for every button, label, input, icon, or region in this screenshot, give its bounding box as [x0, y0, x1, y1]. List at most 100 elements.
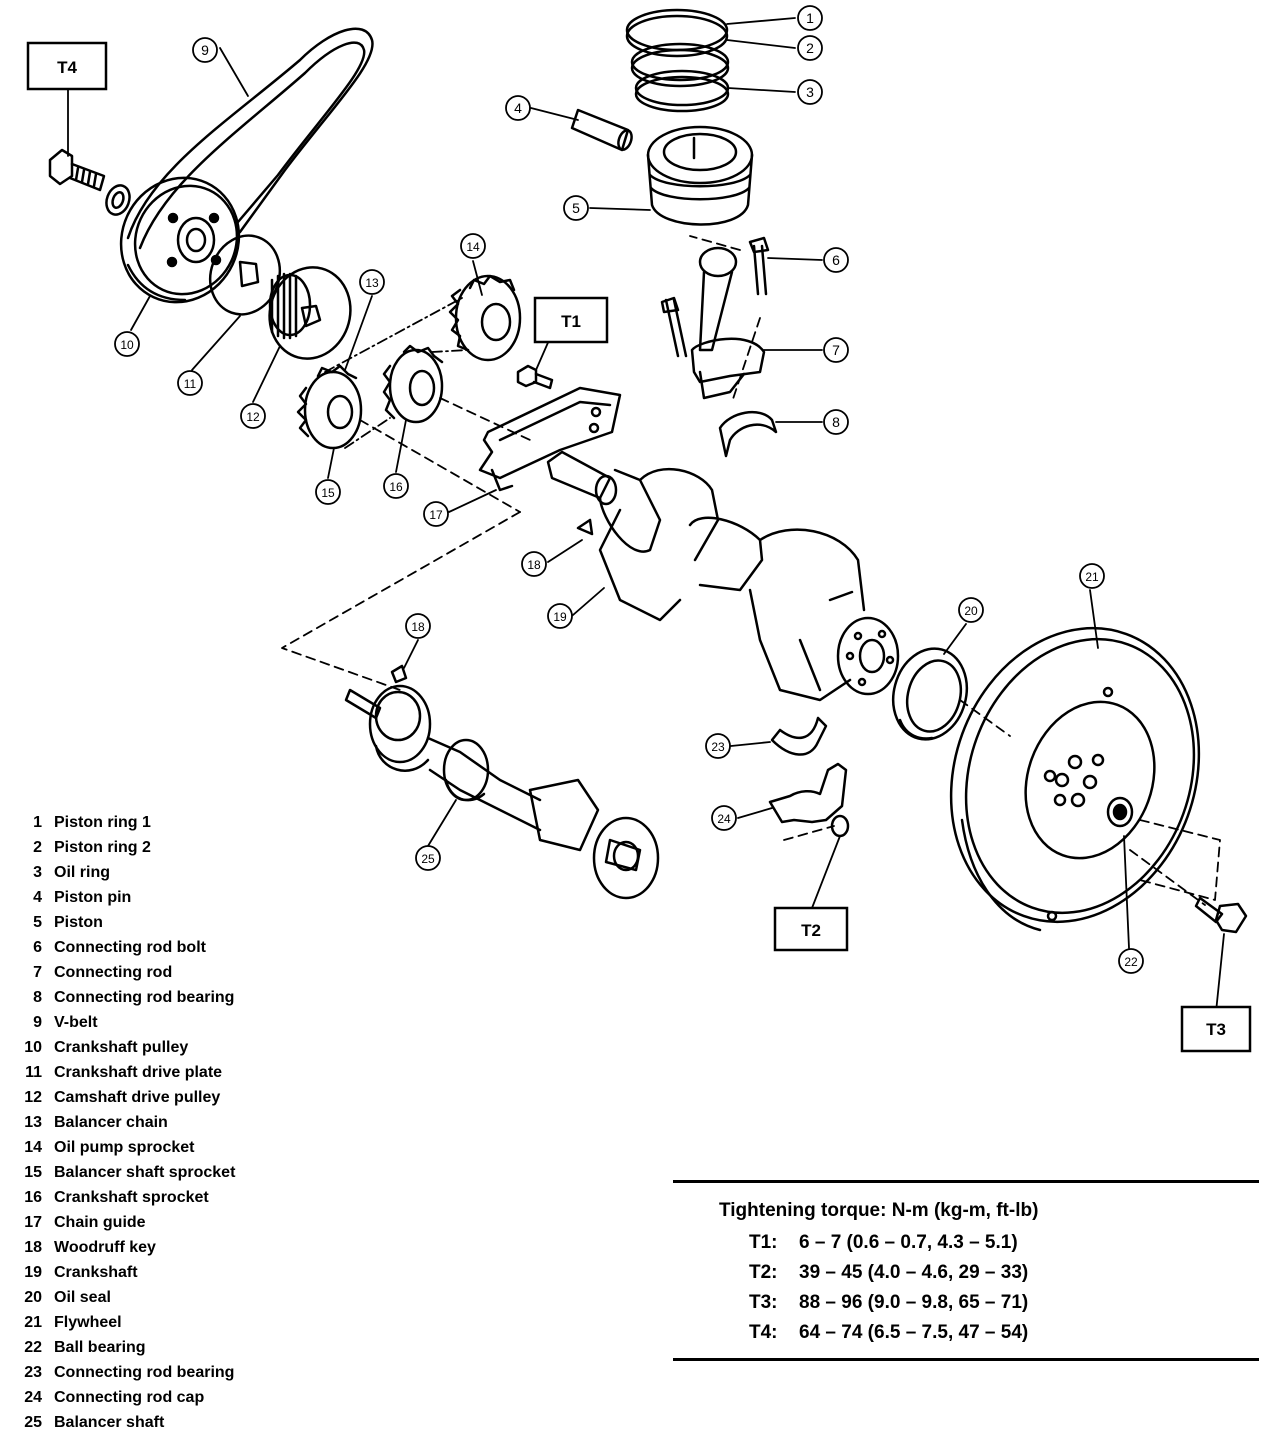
callout-circle	[547, 603, 573, 629]
crankshaft	[546, 450, 900, 702]
woodruff-key-upper	[576, 518, 594, 536]
legend-number: 25	[24, 1414, 42, 1431]
callout-number: 18	[411, 620, 425, 634]
callout-circle	[423, 501, 449, 527]
balancer-shaft-sprocket	[296, 364, 363, 450]
callout-circle	[415, 845, 441, 871]
woodruff-key-lower	[390, 664, 408, 684]
svg-text:T1: T1	[561, 312, 581, 331]
legend-number: 19	[24, 1264, 42, 1281]
torque-top-rule	[673, 1180, 1259, 1183]
legend-number: 11	[25, 1064, 42, 1081]
callout-number: 22	[1124, 955, 1138, 969]
callout-1: 1	[797, 5, 823, 31]
legend-number: 15	[24, 1164, 42, 1181]
legend-label: Connecting rod bolt	[54, 939, 206, 956]
callout-24: 24	[711, 805, 737, 831]
torque-value: 88 – 96 (9.0 – 9.8, 65 – 71)	[799, 1292, 1029, 1313]
torque-title: Tightening torque: N-m (kg-m, ft-lb)	[719, 1200, 1039, 1221]
legend-label: Oil pump sprocket	[54, 1139, 195, 1156]
legend-label: Connecting rod bearing	[54, 989, 235, 1006]
piston	[646, 125, 754, 226]
callout-17: 17	[423, 501, 449, 527]
callout-6: 6	[823, 247, 849, 273]
alignment-lines	[281, 235, 1221, 906]
legend-label: Piston pin	[54, 889, 132, 906]
svg-text:T2: T2	[801, 921, 821, 940]
connecting-rod-cap	[768, 762, 850, 838]
legend-label: Piston ring 2	[54, 839, 151, 856]
callout-19: 19	[547, 603, 573, 629]
connecting-rod-bearing	[718, 411, 778, 458]
callout-number: 1	[806, 10, 814, 26]
callout-circle	[521, 551, 547, 577]
callout-number: 14	[466, 240, 480, 254]
callout-number: 13	[365, 276, 379, 290]
callout-number: 11	[184, 377, 197, 391]
legend-label: Woodruff key	[54, 1239, 156, 1256]
callout-11: 11	[177, 370, 203, 396]
legend-label: Crankshaft	[54, 1264, 138, 1281]
legend-label: Oil ring	[54, 864, 110, 881]
torque-key: T3:	[749, 1292, 778, 1313]
callout-circle	[177, 370, 203, 396]
legend-number: 12	[24, 1089, 42, 1106]
callout-number: 20	[964, 604, 978, 618]
legend-label: Balancer shaft	[54, 1414, 165, 1431]
callout-number: 9	[201, 42, 209, 58]
legend-label: V-belt	[54, 1014, 98, 1031]
legend-number: 22	[24, 1339, 42, 1356]
callout-15: 15	[315, 479, 341, 505]
legend-label: Ball bearing	[54, 1339, 146, 1356]
callout-25: 25	[415, 845, 441, 871]
legend-number: 1	[33, 814, 42, 831]
callout-23: 23	[705, 733, 731, 759]
legend-row: 12 Camshaft drive pulley	[6, 1085, 306, 1110]
legend-number: 3	[33, 864, 42, 881]
chain-guide	[478, 386, 622, 492]
callout-number: 3	[806, 84, 814, 100]
callout-number: 24	[717, 812, 731, 826]
callout-circle	[705, 733, 731, 759]
callout-number: 21	[1085, 570, 1099, 584]
flywheel-bolt	[1194, 896, 1248, 934]
callout-number: 12	[246, 410, 260, 424]
legend-label: Balancer shaft sprocket	[54, 1164, 236, 1181]
callout-circle	[240, 403, 266, 429]
callout-number: 16	[389, 480, 403, 494]
torque-value: 64 – 74 (6.5 – 7.5, 47 – 54)	[799, 1322, 1029, 1343]
legend-number: 9	[33, 1014, 42, 1031]
legend-number: 5	[33, 914, 42, 931]
callout-4: 4	[505, 95, 531, 121]
callout-12: 12	[240, 403, 266, 429]
callout-number: 15	[321, 486, 335, 500]
callout-3: 3	[797, 79, 823, 105]
torque-row-t2: T2:39 – 45 (4.0 – 4.6, 29 – 33)	[749, 1262, 1028, 1284]
legend-number: 24	[24, 1389, 42, 1406]
callout-circle	[797, 79, 823, 105]
callout-number: 10	[120, 338, 134, 352]
legend-number: 2	[33, 839, 42, 856]
legend-row: 9 V-belt	[6, 1010, 306, 1035]
legend-label: Crankshaft drive plate	[54, 1064, 223, 1081]
torque-bottom-rule	[673, 1358, 1259, 1361]
legend-label: Crankshaft pulley	[54, 1039, 189, 1056]
torque-box-t2: T2	[773, 906, 849, 952]
callout-circle	[1118, 948, 1144, 974]
torque-value: 39 – 45 (4.0 – 4.6, 29 – 33)	[799, 1262, 1029, 1283]
legend-label: Camshaft drive pulley	[54, 1089, 221, 1106]
callout-number: 23	[711, 740, 725, 754]
piston-pin	[570, 108, 633, 152]
callout-circle	[797, 35, 823, 61]
callout-number: 4	[514, 100, 522, 116]
connecting-rod	[660, 236, 770, 400]
legend-number: 10	[24, 1039, 42, 1056]
torque-key: T4:	[749, 1322, 778, 1343]
